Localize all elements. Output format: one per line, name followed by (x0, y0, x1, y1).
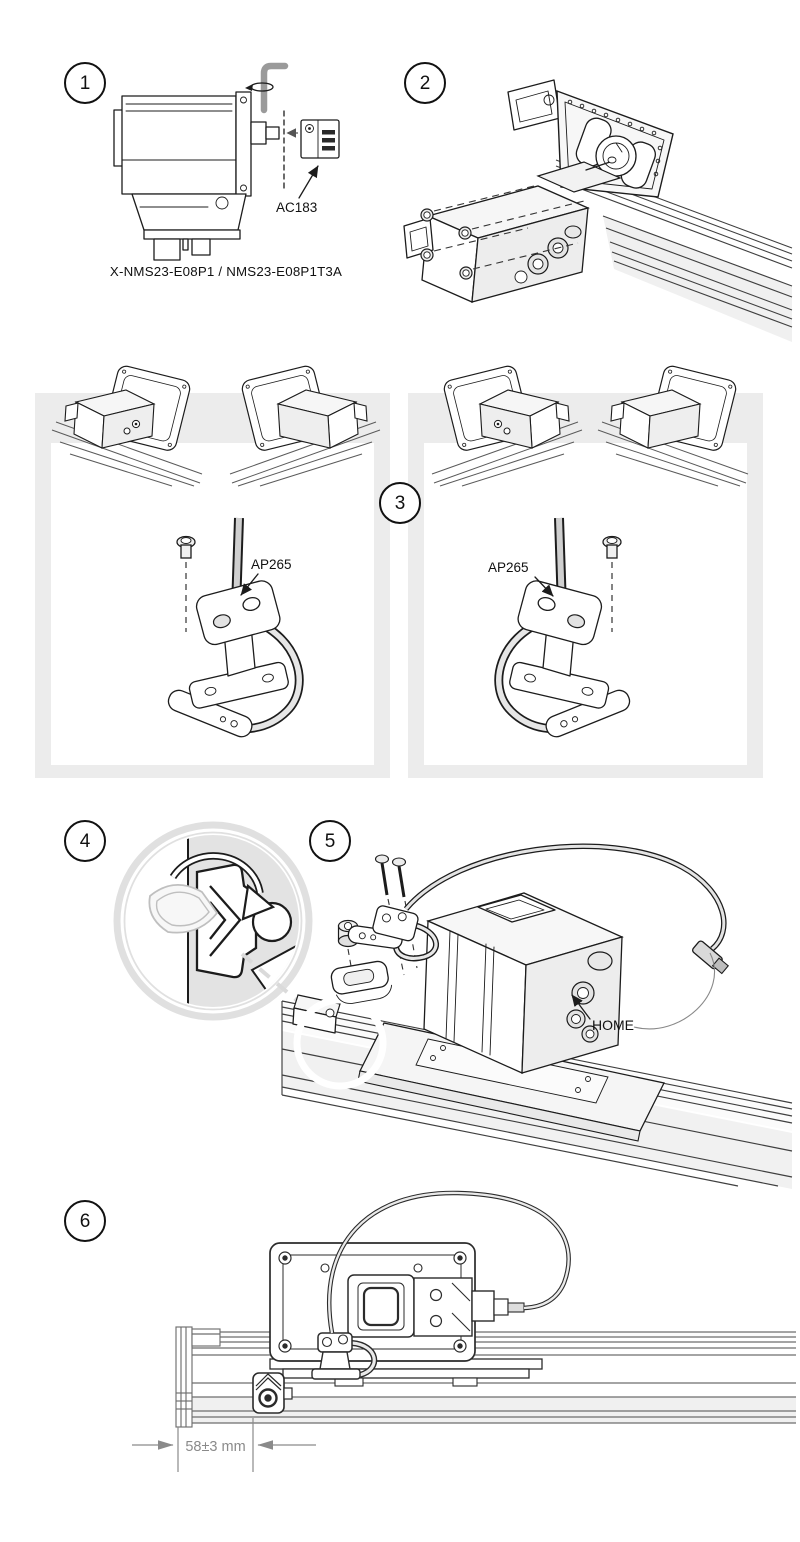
orientation-thumbnail-1 (51, 363, 203, 487)
ghost-clip (148, 884, 219, 934)
motor-assembly-drawing (403, 156, 622, 303)
svg-text:HOME: HOME (592, 1017, 634, 1033)
part-label-ap265-right: AP265 (488, 560, 554, 597)
svg-text:AC183: AC183 (276, 200, 317, 215)
step-5-badge: 5 (309, 820, 351, 862)
cable-clamp-bracket-drawing (311, 1332, 378, 1380)
screw-icon (420, 208, 473, 280)
step-6-badge: 6 (64, 1200, 106, 1242)
step1-illustration: AC183 (113, 62, 340, 261)
cable-clamp-bracket-drawing (347, 905, 439, 962)
orientation-thumbnail-4 (597, 363, 749, 487)
cable-clamp-left-illustration: AP265 (138, 516, 373, 756)
sensor-cable-drawing (326, 1190, 571, 1334)
bumper-block-drawing (507, 79, 561, 131)
carriage-drawing (269, 1358, 543, 1387)
cable-clamp-right-illustration: AP265 (488, 516, 660, 756)
coupling-part-drawing (300, 119, 340, 159)
part-label-ap265-left: AP265 (240, 557, 292, 596)
step-4-badge: 4 (64, 820, 106, 862)
clamp-block-drawing (330, 960, 393, 1004)
step5-illustration: HOME (281, 843, 793, 1189)
dimension-value: 58±3 mm (185, 1439, 245, 1455)
sensor-cable-drawing (403, 843, 730, 1030)
plate-hole (251, 901, 293, 943)
motor-drawing (113, 91, 280, 261)
home-sensor-drawing (252, 1372, 293, 1414)
home-port-label: HOME (571, 994, 634, 1033)
orientation-thumbnail-2 (229, 363, 381, 487)
step6-illustration: 58±3 mm (132, 1190, 796, 1472)
step-1-badge: 1 (64, 62, 106, 104)
cable-connector (691, 940, 730, 975)
detail-ring (113, 821, 313, 1021)
dimension-callout: 58±3 mm (132, 1418, 316, 1472)
motor-plate-drawing (269, 1242, 525, 1362)
svg-text:AP265: AP265 (488, 560, 529, 575)
carriage-plate-drawing (357, 1022, 665, 1142)
step-3-badge: 3 (379, 482, 421, 524)
step4-detail-bubble (113, 821, 313, 1021)
hex-key-icon (245, 62, 289, 114)
rotation-arrow-icon (169, 852, 276, 921)
step-2-badge: 2 (404, 62, 446, 104)
svg-text:AP265: AP265 (251, 557, 292, 572)
orientation-thumbnail-3 (431, 363, 583, 487)
plate-screws (278, 1251, 467, 1353)
part-label-ac183: AC183 (276, 165, 319, 215)
step2-illustration (403, 79, 793, 342)
product-reference-caption: X-NMS23-E08P1 / NMS23-E08P1T3A (109, 264, 343, 279)
mounting-screws-drawing (420, 184, 589, 280)
